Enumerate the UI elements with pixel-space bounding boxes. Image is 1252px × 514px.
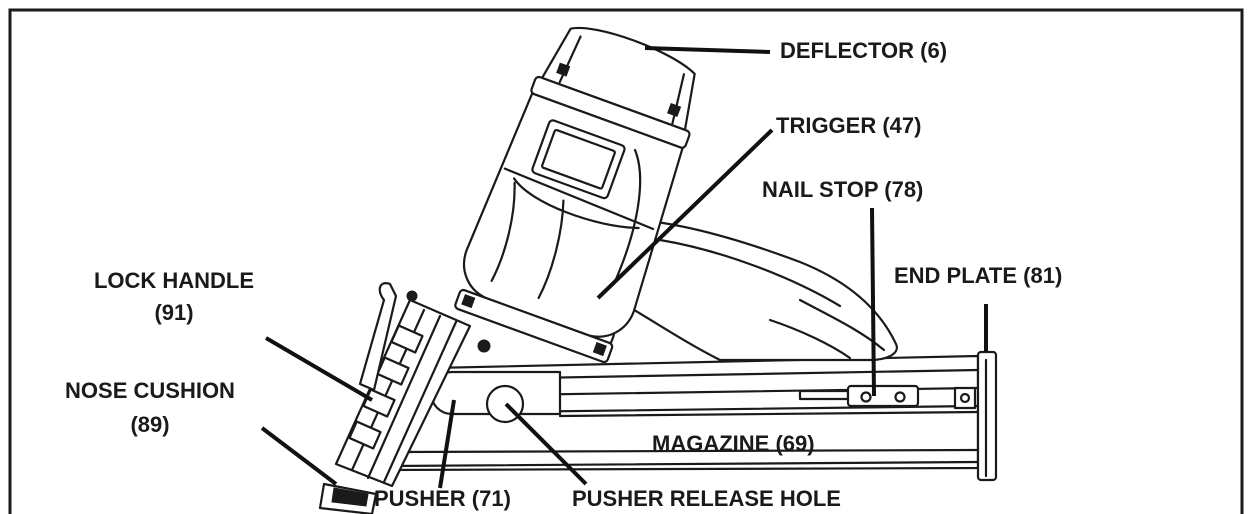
leader-pusher-release-hole [504,402,588,486]
labels: DEFLECTOR (6) TRIGGER (47) NAIL STOP (78… [65,38,1062,511]
end-plate-body [976,350,998,482]
leader-lock-handle [264,336,374,402]
main-housing [454,26,696,364]
leader-pusher [438,399,456,489]
label-lock-handle-line1: LOCK HANDLE [94,268,254,293]
label-pusher: PUSHER (71) [374,486,511,511]
label-nail-stop: NAIL STOP (78) [762,177,923,202]
handle-body [598,218,898,362]
border-frame [8,8,1244,514]
nail-stop-body [798,384,977,410]
label-nose-cushion-line1: NOSE CUSHION [65,378,235,403]
label-lock-handle-line2: (91) [154,300,193,325]
label-trigger: TRIGGER (47) [776,113,921,138]
label-pusher-release-hole: PUSHER RELEASE HOLE [572,486,841,511]
leader-nose-cushion [260,426,338,486]
nose-assembly [318,282,491,514]
label-end-plate: END PLATE (81) [894,263,1062,288]
leader-nail-stop [870,207,876,397]
leader-trigger [596,128,774,300]
label-nose-cushion-line2: (89) [130,412,169,437]
leader-deflector [644,46,771,54]
label-deflector: DEFLECTOR (6) [780,38,947,63]
nail-gun-illustration [318,26,998,514]
leader-lines [260,46,988,489]
label-magazine: MAGAZINE (69) [652,431,815,456]
